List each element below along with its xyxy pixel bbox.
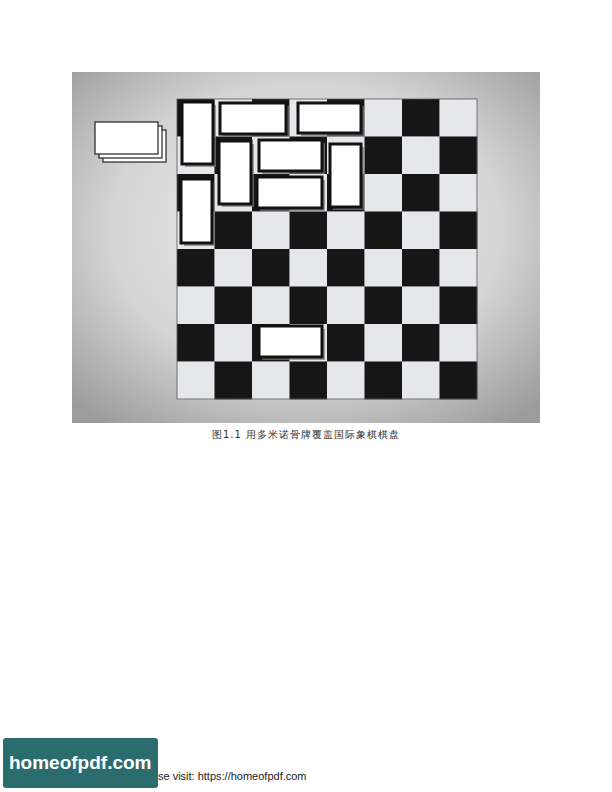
board-square <box>252 362 290 400</box>
board-square <box>327 362 365 400</box>
board-square <box>402 249 440 287</box>
board-square <box>290 212 328 250</box>
board-square <box>215 212 253 250</box>
domino <box>330 144 361 207</box>
domino <box>181 179 212 243</box>
board-square <box>365 362 403 400</box>
background-panel <box>72 72 540 423</box>
chessboard <box>177 99 477 399</box>
board-square <box>365 287 403 325</box>
board-square <box>252 287 290 325</box>
board-square <box>177 249 215 287</box>
board-square <box>440 137 478 175</box>
stacked-domino <box>95 122 158 154</box>
board-square <box>177 324 215 362</box>
board-square <box>215 324 253 362</box>
domino <box>257 177 322 208</box>
board-square <box>327 249 365 287</box>
logo-text: homeofpdf.com <box>9 752 152 774</box>
board-square <box>365 212 403 250</box>
board-square <box>290 249 328 287</box>
domino-stack <box>95 122 166 162</box>
board-square <box>402 174 440 212</box>
board-square <box>215 362 253 400</box>
board-square <box>365 174 403 212</box>
board-square <box>177 287 215 325</box>
board-square <box>440 174 478 212</box>
board-square <box>440 324 478 362</box>
board-square <box>440 249 478 287</box>
board-square <box>290 287 328 325</box>
board-square <box>290 362 328 400</box>
domino <box>220 103 286 134</box>
board-square <box>440 287 478 325</box>
board-square <box>365 324 403 362</box>
board-square <box>327 287 365 325</box>
board-square <box>440 99 478 137</box>
board-square <box>252 212 290 250</box>
placed-dominoes <box>181 102 364 360</box>
figure-caption: 图1.1 用多米诺骨牌覆盖国际象棋棋盘 <box>0 428 612 442</box>
board-square <box>402 137 440 175</box>
board-square <box>440 212 478 250</box>
board-square <box>365 137 403 175</box>
board-square <box>327 212 365 250</box>
board-square <box>365 99 403 137</box>
domino <box>259 140 322 171</box>
board-square <box>440 362 478 400</box>
domino <box>298 103 361 133</box>
domino <box>219 141 251 204</box>
board-square <box>402 362 440 400</box>
board-square <box>252 249 290 287</box>
board-border <box>177 99 477 399</box>
domino <box>182 102 213 164</box>
logo-box: homeofpdf.com <box>3 738 158 788</box>
board-square <box>402 324 440 362</box>
board-square <box>215 249 253 287</box>
board-square <box>402 212 440 250</box>
domino <box>259 326 322 357</box>
board-square <box>365 249 403 287</box>
board-square <box>402 99 440 137</box>
board-square <box>402 287 440 325</box>
board-square <box>327 324 365 362</box>
board-square <box>215 287 253 325</box>
board-square <box>177 362 215 400</box>
